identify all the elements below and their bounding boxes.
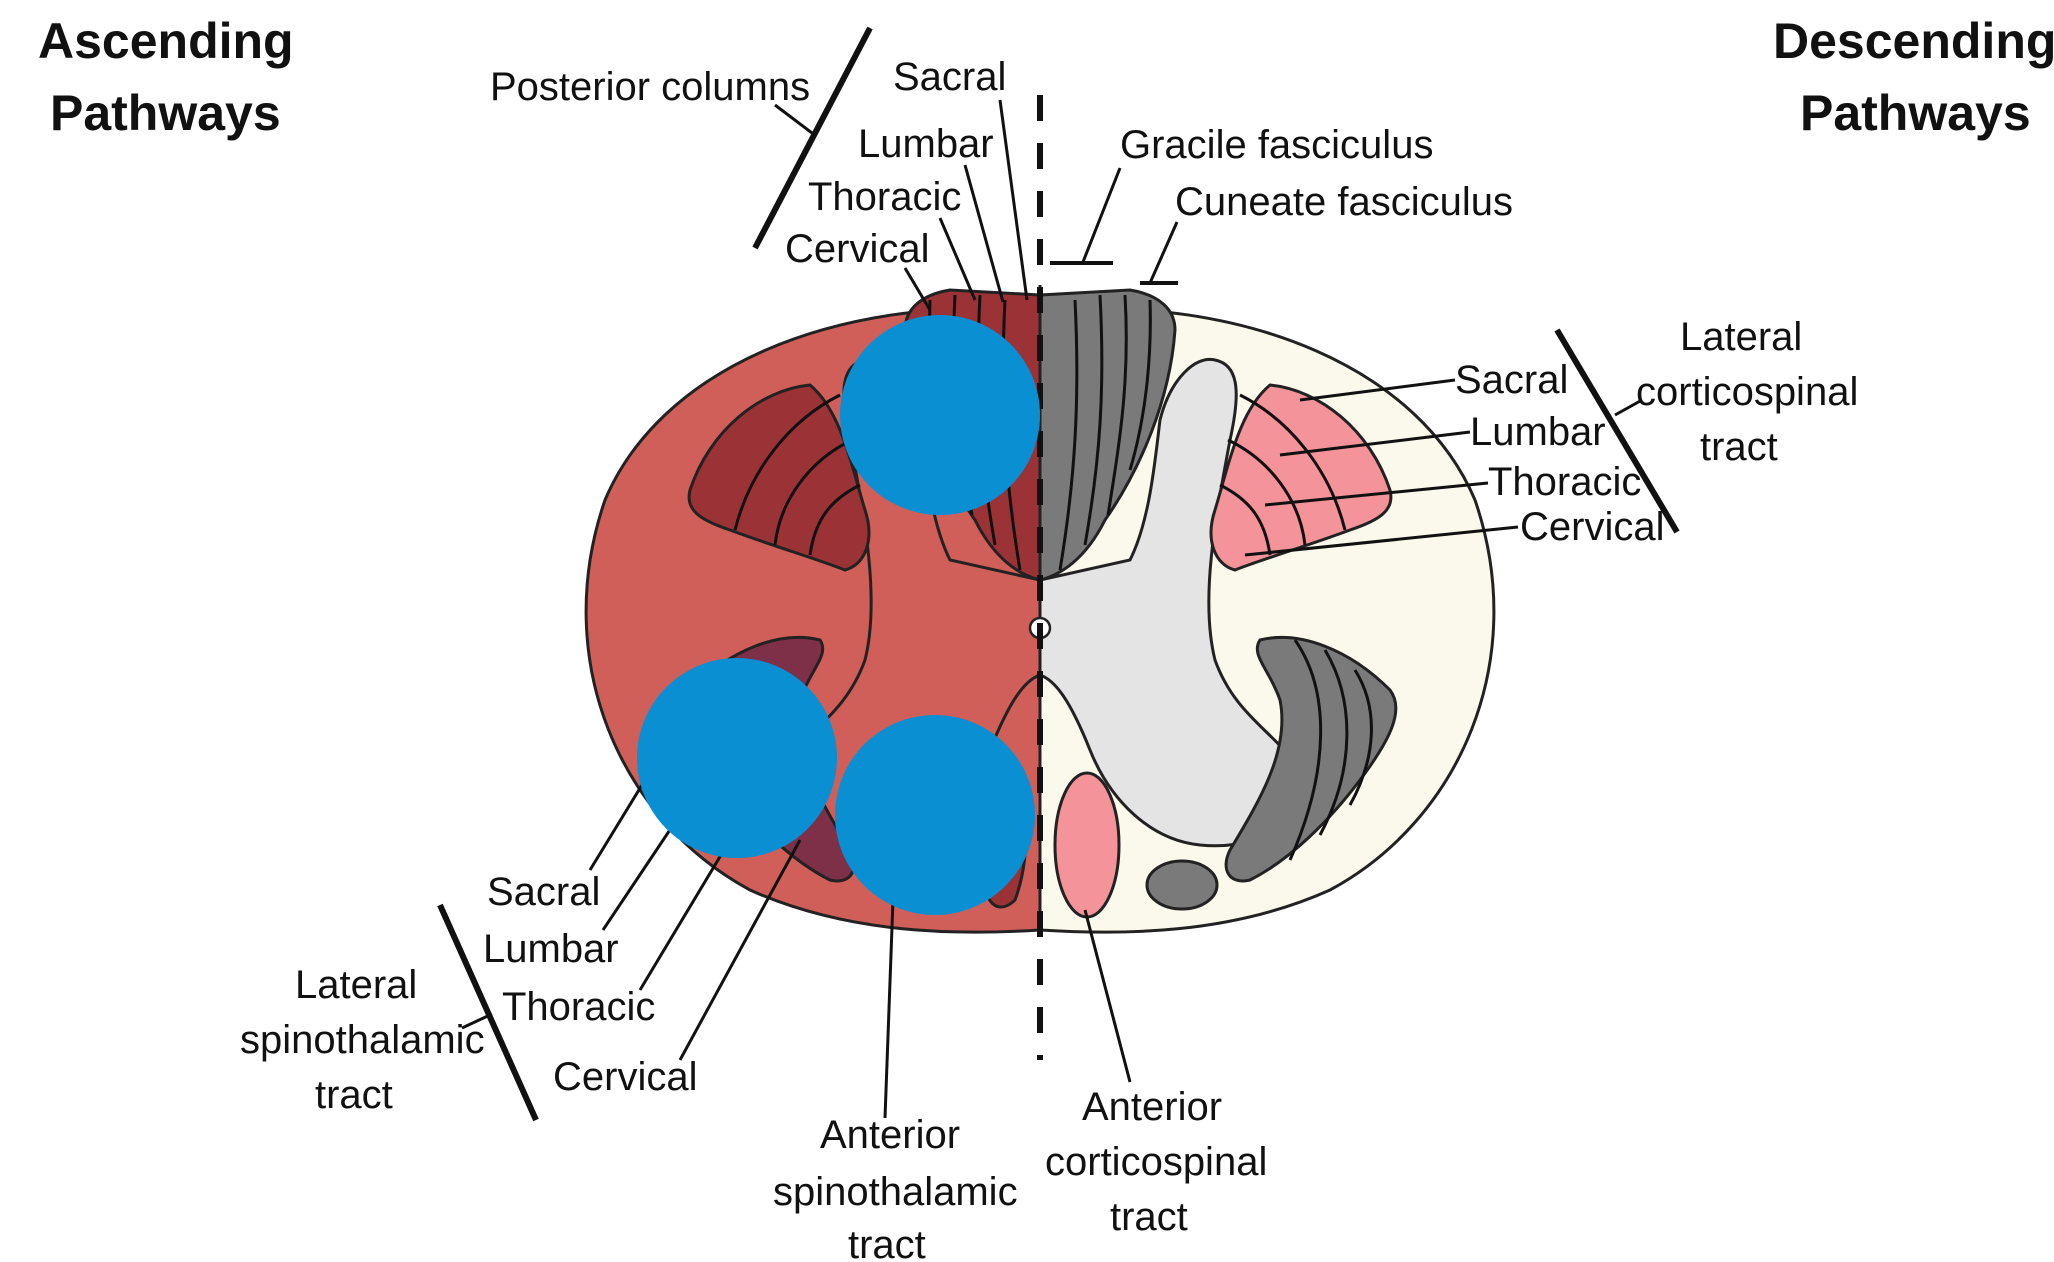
lst-cervical-label: Cervical <box>553 1055 697 1099</box>
lateral-corticospinal-line1: Lateral <box>1680 315 1802 359</box>
occluder-circle-top <box>840 315 1040 515</box>
occluder-circle-left <box>637 658 837 858</box>
lst-sacral-label: Sacral <box>487 870 600 914</box>
lcs-lumbar-label: Lumbar <box>1470 410 1606 454</box>
lateral-spinothalamic-line1: Lateral <box>295 963 417 1007</box>
ascending-header-line2: Pathways <box>50 85 281 141</box>
pc-sacral-label: Sacral <box>893 55 1006 99</box>
anterior-corticospinal-line1: Anterior <box>1082 1085 1222 1129</box>
fasciculus-leaders <box>1050 168 1178 283</box>
lcs-thoracic-label: Thoracic <box>1488 460 1641 504</box>
descending-header-line1: Descending <box>1773 13 2054 69</box>
lst-thoracic-label: Thoracic <box>502 985 655 1029</box>
ascending-header-line1: Ascending <box>38 13 294 69</box>
descending-header-line2: Pathways <box>1800 85 2031 141</box>
anterior-spinothalamic-line1: Anterior <box>820 1113 960 1157</box>
lateral-spinothalamic-line2: spinothalamic <box>240 1018 485 1062</box>
anterior-corticospinal-leader <box>1085 910 1130 1082</box>
anterior-corticospinal-area <box>1055 773 1119 917</box>
lcs-cervical-label: Cervical <box>1520 505 1664 549</box>
lateral-corticospinal-line2: corticospinal <box>1636 370 1858 414</box>
occluder-circle-right <box>835 715 1035 915</box>
anterior-corticospinal-line2: corticospinal <box>1045 1140 1267 1184</box>
pc-thoracic-label: Thoracic <box>808 175 961 219</box>
pc-cervical-label: Cervical <box>785 227 929 271</box>
anterior-spinothalamic-line2: spinothalamic <box>773 1170 1018 1214</box>
lst-lumbar-label: Lumbar <box>483 927 619 971</box>
gracile-label: Gracile fasciculus <box>1120 123 1433 167</box>
lcs-sacral-label: Sacral <box>1455 358 1568 402</box>
posterior-columns-label: Posterior columns <box>490 65 810 109</box>
pc-lumbar-label: Lumbar <box>858 122 994 166</box>
cuneate-label: Cuneate fasciculus <box>1175 180 1513 224</box>
ventral-grey-oval <box>1147 861 1217 909</box>
cord-right-half <box>1040 290 1494 932</box>
lateral-corticospinal-line3: tract <box>1700 425 1778 469</box>
anterior-corticospinal-line3: tract <box>1110 1195 1188 1239</box>
anterior-spinothalamic-line3: tract <box>848 1223 926 1262</box>
lateral-spinothalamic-line3: tract <box>315 1073 393 1117</box>
anterior-spinothalamic-leader <box>885 900 893 1118</box>
